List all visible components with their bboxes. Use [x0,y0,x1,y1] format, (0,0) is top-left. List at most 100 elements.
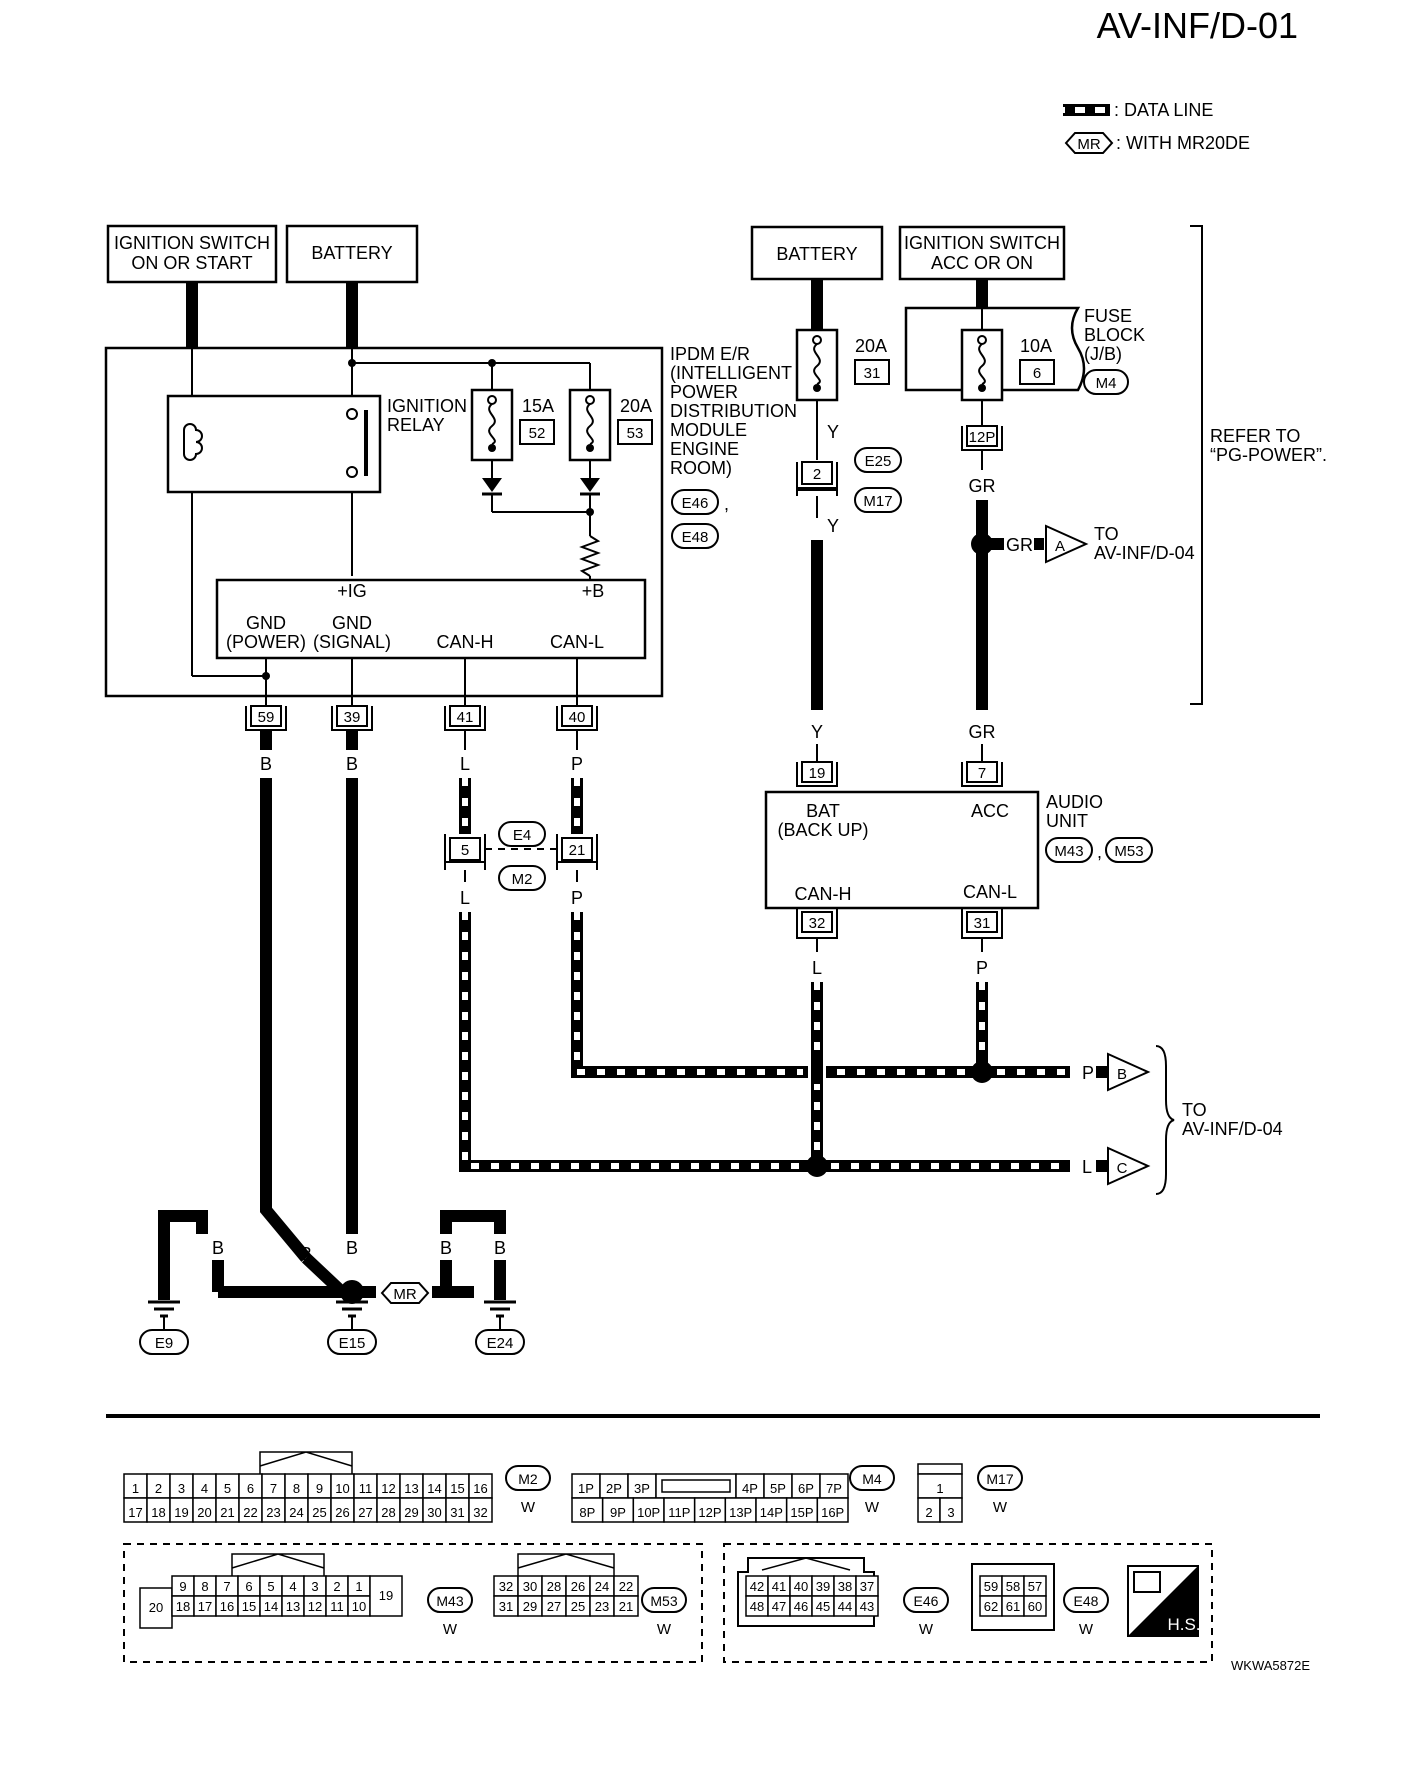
diode-icon [482,478,502,492]
wire-label-p1: P [571,754,583,774]
connector-cell-label: 8 [293,1481,300,1496]
connector-cell-label: 24 [289,1505,303,1520]
connector-cell-label: 39 [816,1579,830,1594]
ign-switch-acc-on-box: IGNITION SWITCH ACC OR ON [898,225,1066,281]
connector-cell-label: 26 [571,1579,585,1594]
connector-cell-label: 19 [379,1588,393,1603]
terminal-b: +B [582,581,605,601]
ground-mr-tag [380,1282,430,1304]
connector-cell-label: 24 [595,1579,609,1594]
connector-cell-label: 1 [936,1481,943,1496]
refer-bracket [1190,225,1203,705]
connector-cell [613,1595,639,1617]
audio-connector-m43: M43 [1054,843,1083,860]
connector-icon [1133,1571,1161,1593]
ground-wire-b-1: B [158,1238,170,1258]
wire-label-p2: P [571,888,583,908]
splice-dot [971,1061,993,1083]
connector-cell [855,1595,879,1617]
relay-label-1: IGNITION [387,396,467,416]
audio-can-l: CAN-L [963,882,1017,902]
ipdm-er: IGNITION RELAY 15A 52 20A 53 IPDM E/R (I… [104,344,797,706]
ipdm-connector-e46: E46 [682,495,709,512]
to-bc-line1: TO [1182,1100,1207,1120]
connector-cell-label: 20 [197,1505,211,1520]
to-c-arrow [1107,1146,1151,1186]
connector-cell-label: 8P [579,1505,595,1520]
fuse-31-rating: 20A [855,336,887,356]
ipdm-pin-39: 39 [344,709,361,726]
ipdm-label-5: MODULE [670,420,747,440]
connector-cell-label: 18 [176,1599,190,1614]
ground-wire-b-2: B [212,1238,224,1258]
connector-cell [1023,1595,1047,1617]
connector-cell-label: 5P [770,1481,786,1496]
hs-badge: H.S. [1127,1565,1201,1637]
wire-label-p4: P [1082,1063,1094,1083]
audio-pin-19: 19 [809,765,826,782]
audio-name-2: UNIT [1046,811,1088,831]
connector-cell [468,1497,493,1523]
fuse-6-rating: 10A [1020,336,1052,356]
connector-id: E48 [1074,1593,1099,1609]
audio-name-1: AUDIO [1046,792,1103,812]
connector-cell-label: 11P [668,1505,690,1520]
audio-bat-2: (BACK UP) [777,820,868,840]
fuse-20a-number: 53 [627,425,644,442]
ground-wire-b-4: B [346,1238,358,1258]
battery-left-label: BATTERY [311,243,392,263]
connector-cell-label: 40 [794,1579,808,1594]
hs-label: H.S. [1167,1615,1200,1634]
connector-cell-label: 17 [198,1599,212,1614]
wire-label-b1: B [260,754,272,774]
ign-on-start-line1: IGNITION SWITCH [114,233,270,253]
ground-wire-b-3: B [300,1244,312,1264]
data-line-p [571,912,1070,1078]
connector-cell-label: 4 [289,1579,296,1594]
to-b-arrow [1107,1052,1151,1092]
splice-dot [348,359,356,367]
connector-cell-label: 9 [179,1579,186,1594]
fuse-6-number: 6 [1033,365,1041,382]
connector-cell-label: 46 [794,1599,808,1614]
connector-cell-label: 14 [264,1599,278,1614]
terminal-gnd-power-2: (POWER) [226,632,306,652]
connector-cell-label: 3P [634,1481,650,1496]
connector-cell-label: 26 [335,1505,349,1520]
connector-cell-label: 18 [151,1505,165,1520]
fuse-block-label-2: BLOCK [1084,325,1145,345]
wire-label-l2: L [460,888,470,908]
connector-cell-label: 43 [860,1599,874,1614]
connector-cell-label: 21 [220,1505,234,1520]
connector-color: W [657,1621,672,1638]
connector-color: W [993,1499,1008,1516]
connector-id: M43 [436,1593,463,1609]
connector-id: M53 [650,1593,677,1609]
ground-e15: E15 [339,1335,366,1352]
connector-cell-label: 14P [760,1505,783,1520]
connector-cell-label: 19 [174,1505,188,1520]
connector-cell-label: 42 [750,1579,764,1594]
connector-cell-label: 6 [247,1481,254,1496]
connector-color: W [919,1621,934,1638]
ipdm-label-6: ENGINE [670,439,739,459]
connector-id: M2 [518,1471,538,1487]
ground-e24: E24 [487,1335,514,1352]
wire-label-gr1: GR [969,476,996,496]
connector-cell [632,1497,665,1523]
junction-e25: E25 [865,453,892,470]
connector-color: W [1079,1621,1094,1638]
audio-unit: 19 7 BAT (BACK UP) ACC CAN-H CAN-L AUDIO… [764,761,1153,939]
connector-cell-label: 10 [335,1481,349,1496]
connector-cell-label: 6 [245,1579,252,1594]
audio-pin-31: 31 [974,915,991,932]
fuse-block-pin-12p: 12P [969,429,996,446]
connector-cell-label: 16P [821,1505,844,1520]
fuse-block-label-3: (J/B) [1084,344,1122,364]
ipdm-connector-e48: E48 [682,529,709,546]
wire-label-y2: Y [827,516,839,536]
wire-label-gr3: GR [969,722,996,742]
